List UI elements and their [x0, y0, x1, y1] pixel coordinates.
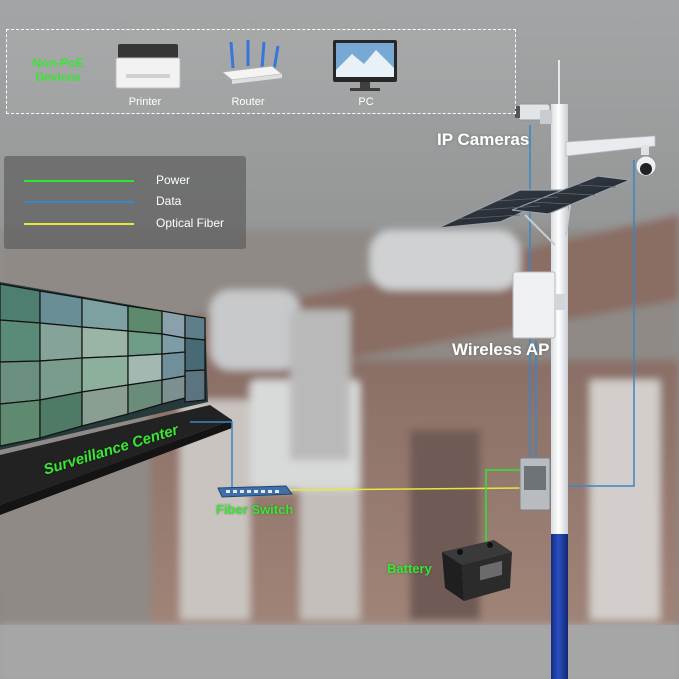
legend-data-label: Data [156, 194, 182, 208]
bullet-camera-icon [515, 103, 552, 124]
wireless-ap-label: Wireless AP [452, 340, 550, 359]
non-poe-devices-title: Non-PoE Devices [32, 56, 84, 84]
solar-panels [437, 175, 633, 246]
fiber-switch-icon [217, 485, 293, 498]
pc-label: PC [358, 96, 374, 108]
legend-power-swatch [24, 180, 134, 182]
router-label: Router [231, 96, 265, 108]
data-line-switch-to-center [190, 421, 233, 488]
printer-icon [115, 44, 181, 89]
legend-optical-fiber-label: Optical Fiber [156, 216, 225, 230]
optical-fiber-line [289, 487, 523, 491]
dome-camera-icon [635, 145, 657, 177]
printer-label: Printer [128, 96, 162, 108]
battery-icon [442, 540, 512, 601]
junction-box-icon [519, 457, 551, 511]
battery-label: Battery [387, 561, 432, 576]
surveillance-center-video-wall [0, 282, 232, 515]
data-line-dome-camera [545, 160, 635, 487]
non-poe-devices-box [6, 29, 516, 114]
monitor-icon [333, 40, 397, 91]
legend-optical-fiber-swatch [24, 223, 134, 225]
router-icon [220, 40, 284, 84]
legend-data-swatch [24, 201, 134, 203]
legend: Power Data Optical Fiber [4, 156, 246, 249]
wireless-ap-icon [512, 271, 565, 339]
fiber-switch-label: Fiber Switch [216, 502, 294, 517]
ip-cameras-label: IP Cameras [437, 130, 530, 149]
legend-power-label: Power [156, 173, 191, 187]
